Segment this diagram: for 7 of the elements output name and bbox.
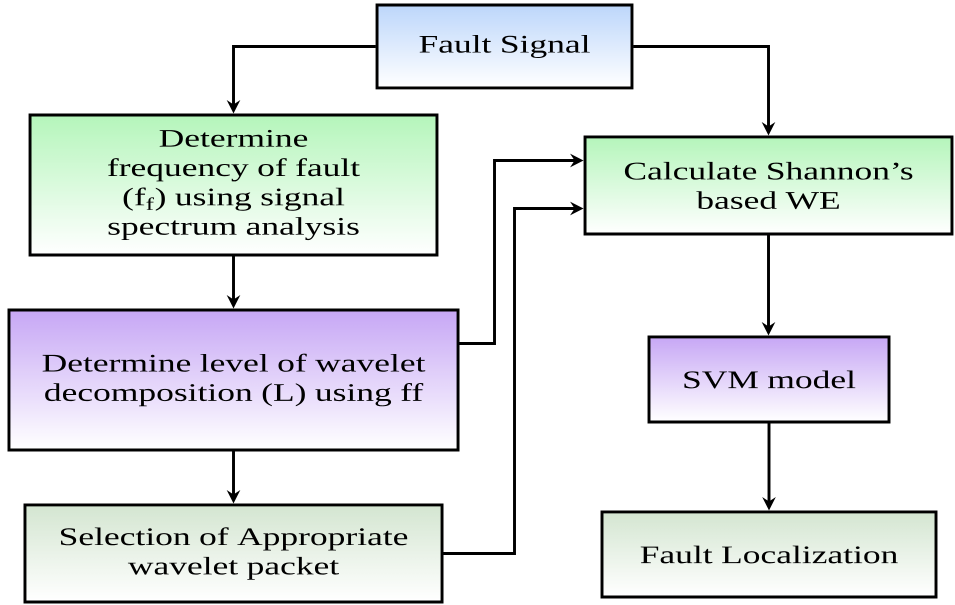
- process-box: Determine level of wavelet decomposition (L) using ff: [8, 308, 460, 452]
- process-box: Calculate Shannon’s based WE: [584, 136, 954, 236]
- process-box: Selection of Appropriate wavelet packet: [24, 503, 444, 604]
- process-box: Fault Signal: [376, 4, 634, 90]
- process-box: SVM model: [648, 335, 890, 424]
- process-box: Determine frequency of fault (f$_{f}$) using signal spectrum analysis: [28, 114, 438, 256]
- process-box: Fault Localization: [600, 510, 938, 598]
